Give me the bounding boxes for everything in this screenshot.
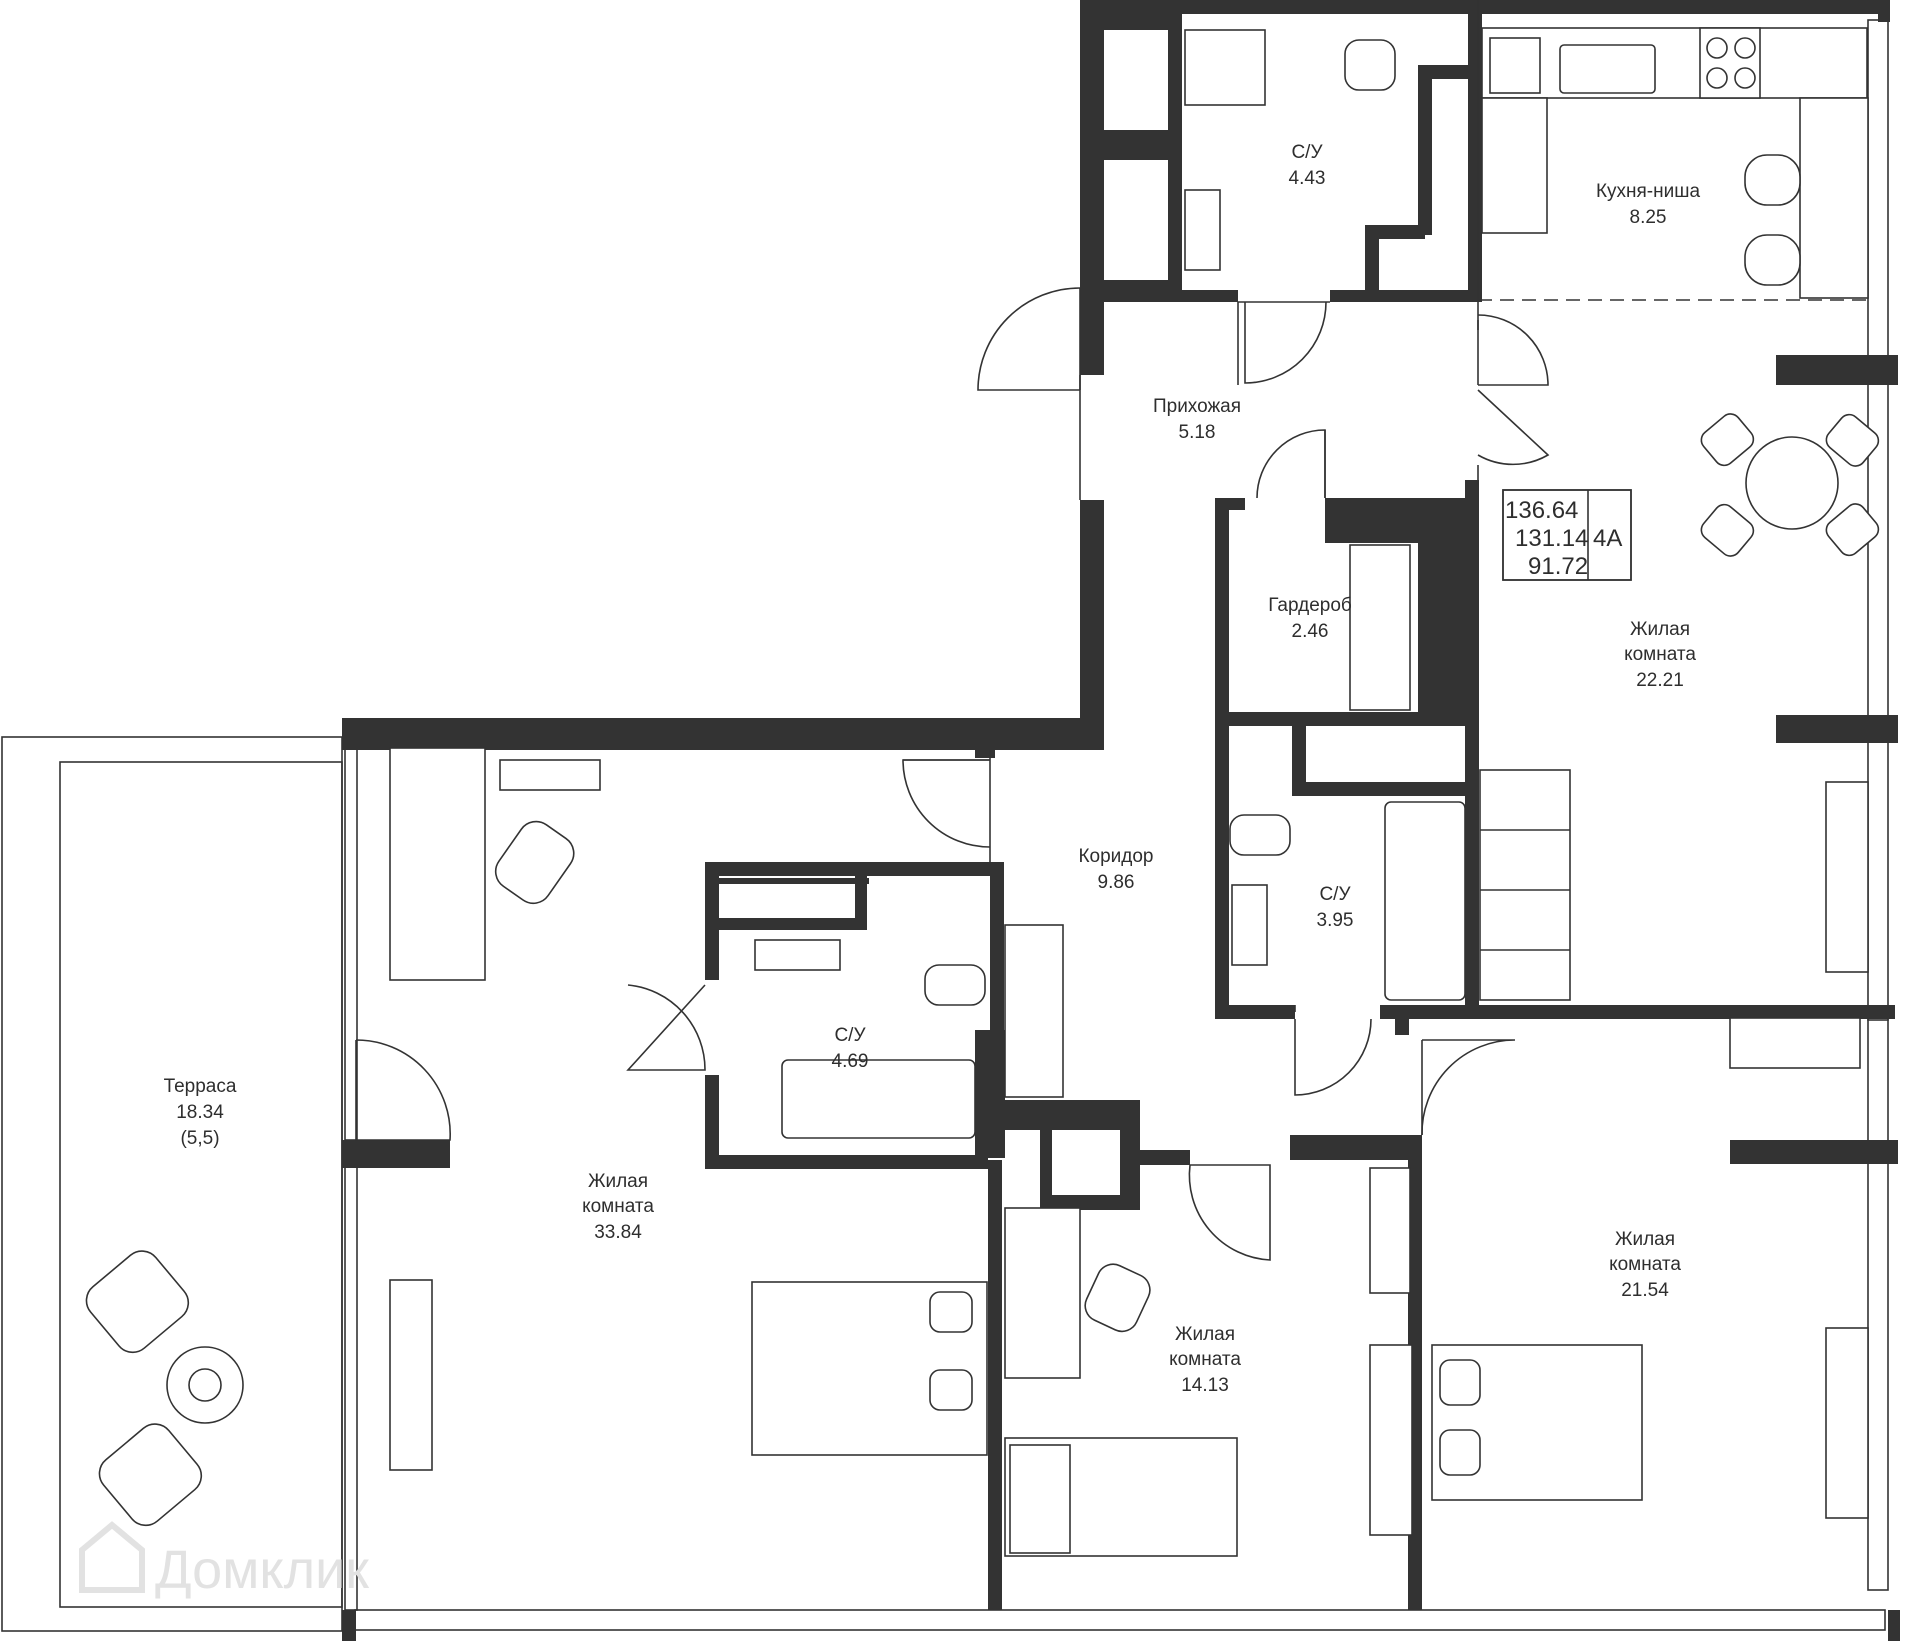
label-living33-area: 33.84 [594,1222,642,1243]
label-living22-name1: Жилая [1630,619,1690,640]
label-living33-name1: Жилая [588,1171,648,1192]
label-kitchen-name: Кухня-ниша [1596,181,1701,202]
partitions [989,0,1868,1012]
label-bath-mid-area: 3.95 [1317,910,1354,931]
label-living14-name1: Жилая [1175,1324,1235,1345]
label-living21-name1: Жилая [1615,1229,1675,1250]
walls [342,0,1900,1641]
label-kitchen-area: 8.25 [1630,207,1667,228]
living-incl-area: 131.14 [1515,525,1588,552]
label-living21-area: 21.54 [1621,1280,1669,1301]
label-wardrobe-name: Гардероб [1268,595,1352,616]
area-summary: 136.64 131.14 91.72 4А [1502,489,1632,581]
house-logo-icon [79,1521,145,1593]
label-hall-area: 5.18 [1179,422,1216,443]
label-living33-name2: комната [582,1196,654,1217]
label-terrace-extra: (5,5) [180,1128,219,1149]
label-hall-name: Прихожая [1153,396,1241,417]
window-strips [344,19,1889,1631]
watermark: Домклик [79,1521,369,1600]
label-terrace-area: 18.34 [176,1102,224,1123]
label-living21-name2: комната [1609,1254,1681,1275]
label-corridor-name: Коридор [1078,846,1153,867]
furniture [85,27,1880,1557]
label-living22-area: 22.21 [1636,670,1684,691]
total-area: 136.64 [1505,497,1578,524]
label-bath-left-name: С/У [834,1025,866,1046]
label-living14-name2: комната [1169,1349,1241,1370]
label-bath-mid-name: С/У [1319,884,1351,905]
label-living22-name2: комната [1624,644,1696,665]
room-labels: С/У 4.43 Кухня-ниша 8.25 Прихожая 5.18 Г… [164,142,1701,1396]
label-wardrobe-area: 2.46 [1292,621,1329,642]
label-bath-top-name: С/У [1291,142,1323,163]
label-terrace-name: Терраса [164,1076,237,1097]
label-bath-left-area: 4.69 [832,1051,869,1072]
plan-code: 4А [1593,525,1622,552]
doors [355,287,1550,1261]
terrace-area [1,736,343,1632]
label-corridor-area: 9.86 [1098,872,1135,893]
watermark-text: Домклик [155,1540,369,1600]
living-area: 91.72 [1528,553,1588,580]
label-living14-area: 14.13 [1181,1375,1229,1396]
label-bath-top-area: 4.43 [1289,168,1326,189]
